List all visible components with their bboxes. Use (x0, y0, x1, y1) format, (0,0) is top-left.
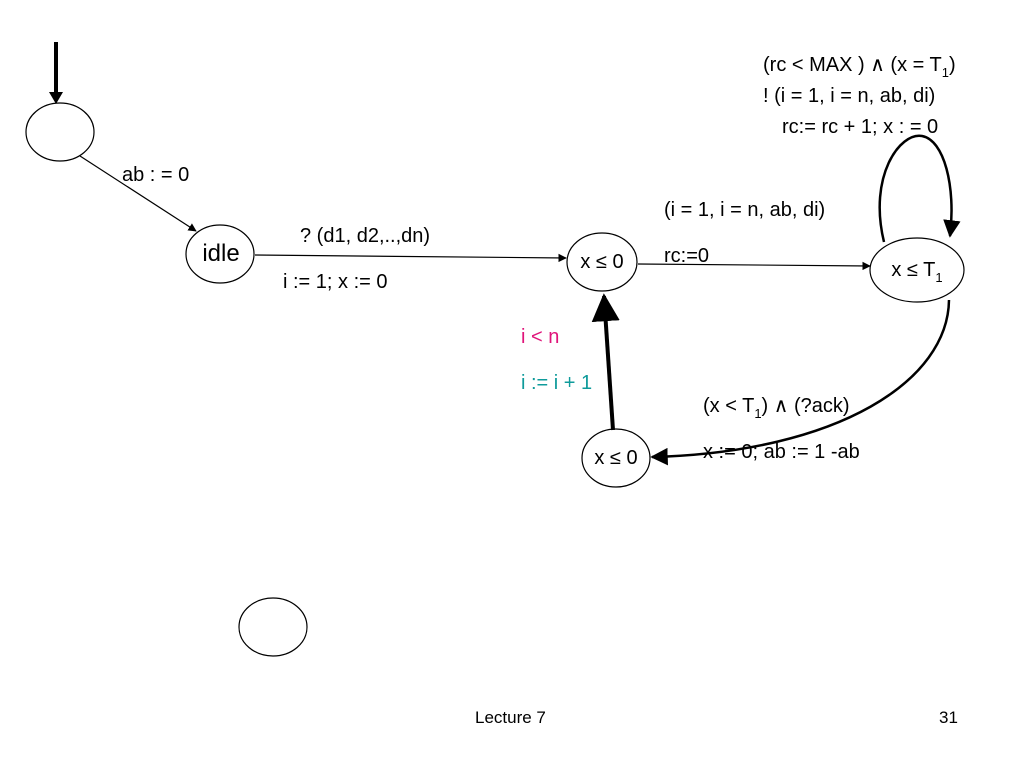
edge-init-to-idle (79, 155, 197, 232)
state-idle-label: idle (202, 240, 240, 267)
edge-wait-self-loop (878, 134, 961, 243)
state-wait-label: x ≤ T1 (891, 259, 943, 285)
send-to-wait-update: rc:=0 (664, 245, 710, 267)
wait-loop-sync: ! (i = 1, i = n, ab, di) (763, 85, 936, 107)
wait-to-next-guard: (x < T1) ∧ (?ack) (703, 395, 850, 421)
state-extra (238, 597, 308, 657)
state-initial (25, 102, 95, 162)
wait-to-next-update: x := 0; ab := 1 -ab (703, 441, 860, 463)
edge-send-to-wait (637, 261, 871, 271)
send-to-wait-sync: (i = 1, i = n, ab, di) (664, 199, 826, 221)
next-to-send-update: i := i + 1 (521, 372, 593, 394)
next-to-send-guard: i < n (521, 326, 560, 348)
idle-to-send-update: i := 1; x := 0 (283, 271, 388, 293)
wait-loop-guard: (rc < MAX ) ∧ (x = T1) (763, 54, 956, 80)
state-send (566, 232, 638, 292)
state-next-label: x ≤ 0 (594, 447, 638, 469)
state-next (581, 428, 651, 488)
edge-wait-to-next (650, 299, 951, 466)
edge-idle-to-send (254, 253, 567, 263)
initial-entry-arrowhead (49, 92, 63, 104)
idle-to-send-sync: ? (d1, d2,..,dn) (300, 225, 431, 247)
wait-loop-update: rc:= rc + 1; x : = 0 (782, 116, 939, 138)
footer-page-number: 31 (939, 708, 958, 727)
edge-next-to-send (591, 293, 620, 431)
footer-lecture: Lecture 7 (475, 708, 546, 727)
state-send-label: x ≤ 0 (580, 251, 624, 273)
state-idle (185, 224, 255, 284)
init-to-idle-update: ab : = 0 (122, 164, 190, 186)
